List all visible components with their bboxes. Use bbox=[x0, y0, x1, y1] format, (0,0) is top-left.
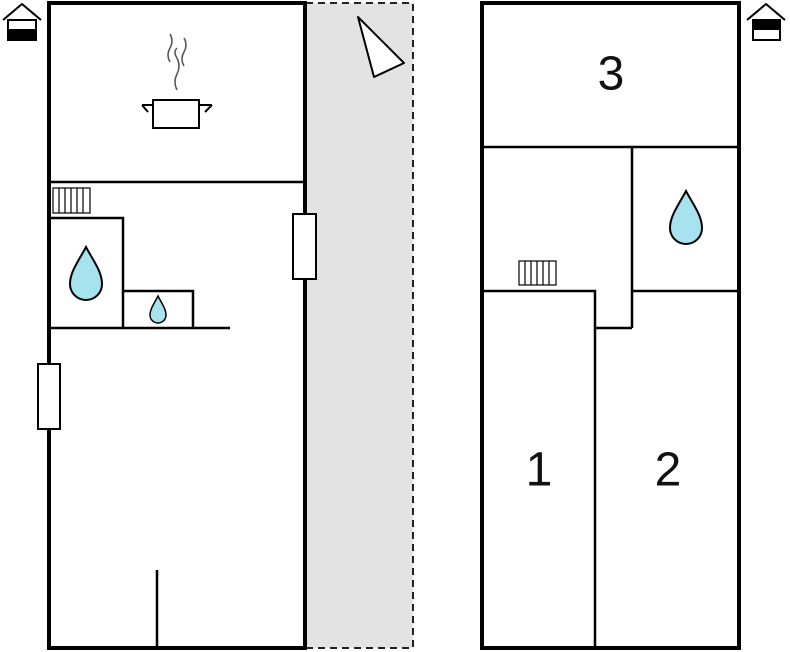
room-label-3: 3 bbox=[598, 48, 625, 101]
house-upper-floor-icon bbox=[746, 3, 786, 41]
window-icon bbox=[37, 363, 61, 430]
radiator-icon bbox=[52, 187, 91, 214]
radiator-icon bbox=[518, 260, 557, 286]
window-icon bbox=[292, 213, 317, 280]
north-arrow-icon bbox=[357, 16, 405, 78]
room-label-2: 2 bbox=[655, 444, 682, 497]
house-lower-floor-icon bbox=[2, 3, 42, 41]
washroom-wall bbox=[123, 289, 195, 328]
landing-wall bbox=[482, 289, 597, 648]
water-drop-icon bbox=[149, 294, 167, 324]
terrace-area bbox=[305, 2, 414, 649]
water-drop-icon bbox=[68, 244, 104, 301]
water-drop-icon bbox=[668, 188, 704, 245]
ground-floor-plan bbox=[37, 1, 414, 650]
upper-floor-outer-wall bbox=[480, 1, 741, 650]
cooking-pot-icon bbox=[141, 33, 213, 129]
room-label-1: 1 bbox=[526, 444, 553, 497]
upper-floor-plan: 3 1 2 bbox=[480, 1, 741, 650]
